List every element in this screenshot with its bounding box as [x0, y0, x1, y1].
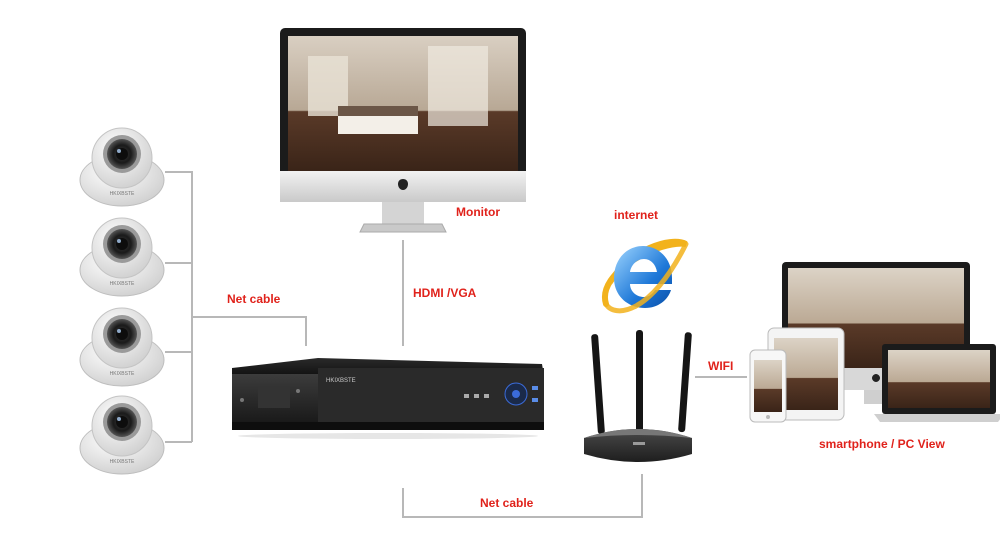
camera-bracket-vertical — [191, 171, 193, 442]
bottom-cable-left — [402, 488, 404, 518]
camera-to-nvr-drop — [305, 316, 307, 346]
camera-brand-text: HKIXBSTE — [110, 191, 135, 197]
net-cable-left-label: Net cable — [227, 292, 281, 306]
camera-brand-text: HKIXBSTE — [110, 459, 135, 465]
camera-3-link — [165, 351, 192, 353]
internet-icon — [602, 238, 689, 314]
dome-camera-1: HKIXBSTE — [79, 127, 165, 207]
nvr-recorder: HKIXBSTE — [232, 358, 544, 439]
wifi-label: WIFI — [708, 359, 734, 373]
internet-label: internet — [614, 208, 659, 222]
dome-camera-2: HKIXBSTE — [79, 217, 165, 297]
camera-4-link — [165, 441, 192, 443]
dome-camera-3: HKIXBSTE — [79, 307, 165, 387]
smartphone-pc-devices — [749, 262, 1000, 423]
dome-camera-4: HKIXBSTE — [79, 395, 165, 475]
monitor-to-nvr-line — [402, 240, 404, 346]
camera-1-link — [165, 171, 192, 173]
camera-2-link — [165, 262, 192, 264]
wifi-router — [584, 330, 692, 462]
camera-brand-text: HKIXBSTE — [110, 281, 135, 287]
camera-brand-text: HKIXBSTE — [110, 371, 135, 377]
monitor-label: Monitor — [456, 205, 500, 219]
camera-to-nvr-line — [191, 316, 307, 318]
bottom-cable-horizontal — [402, 516, 643, 518]
nvr-brand-text: HKIXBSTE — [326, 378, 356, 384]
net-cable-bottom-label: Net cable — [480, 496, 534, 510]
monitor-icon — [280, 28, 526, 233]
bottom-cable-right — [641, 474, 643, 518]
hdmi-vga-label: HDMI /VGA — [413, 286, 477, 300]
router-to-devices-line — [695, 376, 747, 378]
smartphone-pc-view-label: smartphone / PC View — [819, 437, 945, 451]
